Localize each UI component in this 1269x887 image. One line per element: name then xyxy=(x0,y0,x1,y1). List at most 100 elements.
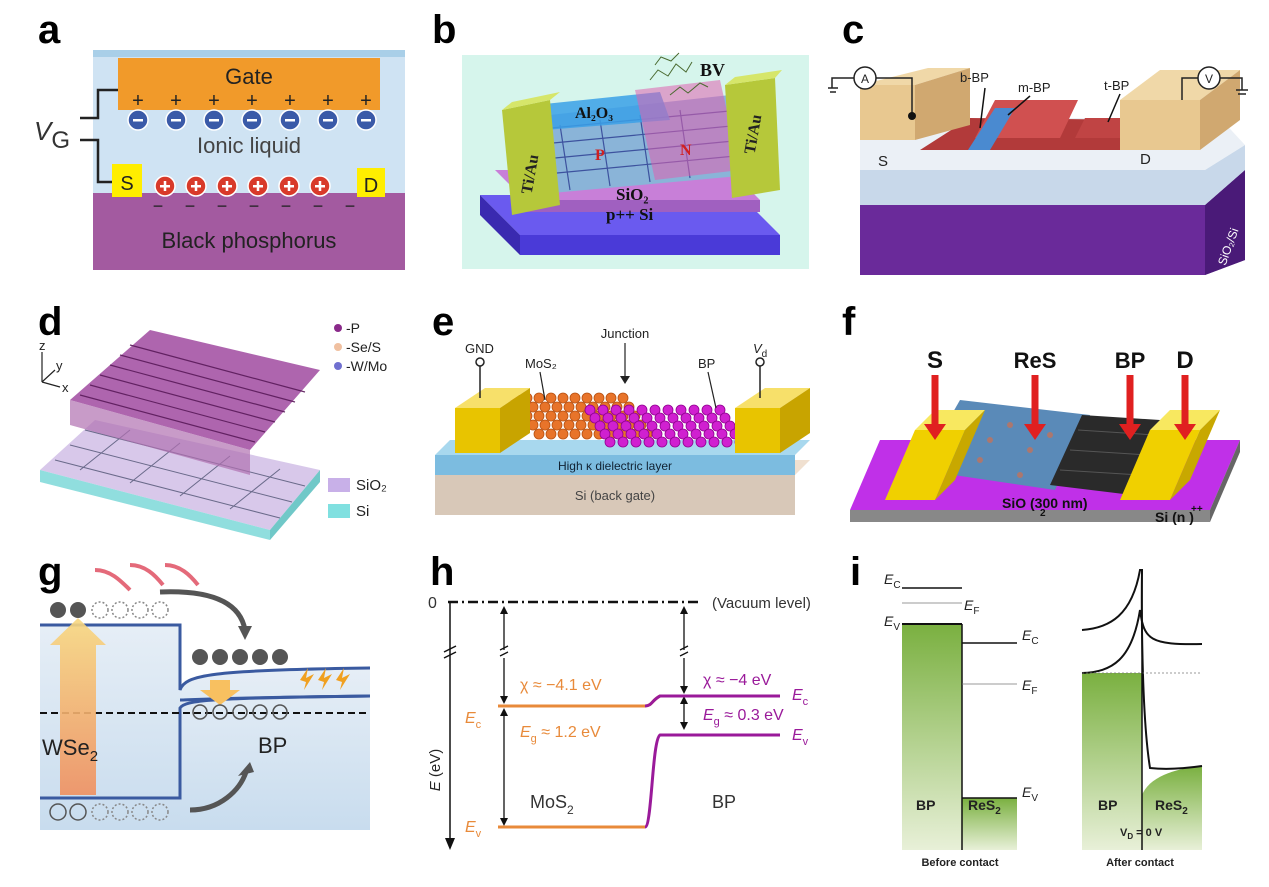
ionic-gating-schematic: Gate +++++++ Ionic liquid Black phosphor… xyxy=(34,50,405,270)
gate-electrode xyxy=(118,58,380,110)
minus-sign: − xyxy=(345,196,356,216)
bp-atom xyxy=(620,420,632,432)
tbp-label: t-BP xyxy=(1104,78,1129,93)
panel-a: a Gate +++++++ Ionic liquid Black phosph… xyxy=(0,0,420,290)
bp-atom xyxy=(654,412,666,424)
mos2-atom xyxy=(563,419,575,431)
bbp-label: b-BP xyxy=(960,70,989,85)
ti-au-right xyxy=(725,78,780,198)
bp-atom xyxy=(706,412,718,424)
bp-ec xyxy=(644,694,780,708)
panel-label-i: i xyxy=(850,550,862,594)
junction-label: Junction xyxy=(601,326,649,341)
bp-label: BP xyxy=(712,792,736,812)
mos2-atom xyxy=(557,392,569,404)
bp-atom xyxy=(667,412,679,424)
lightning-icons xyxy=(300,668,350,690)
res2-band-before xyxy=(962,798,1017,850)
mos2-atom xyxy=(575,401,587,413)
empty-state xyxy=(111,601,129,619)
bp-atom xyxy=(716,428,728,440)
si-label: p++ Si xyxy=(606,205,654,224)
bp-atom xyxy=(698,420,710,432)
conduction-band xyxy=(40,623,371,691)
panel-label-f: f xyxy=(842,300,856,344)
ti-au-left xyxy=(502,100,560,215)
mos2-atom xyxy=(575,419,587,431)
ec-label-bp: EC xyxy=(884,571,901,591)
mos2-atom xyxy=(545,410,557,422)
panel-label-g: g xyxy=(38,550,63,594)
before-contact-label: Before contact xyxy=(921,857,998,869)
channel-minus-signs: −−−−−−− xyxy=(153,196,356,216)
mos2-atom xyxy=(563,401,575,413)
sio2-label: SiO₂ xyxy=(616,185,649,204)
electron xyxy=(70,602,86,618)
res2-label-after: ReS2 xyxy=(1155,797,1188,817)
ev-label-bp: EV xyxy=(884,613,900,633)
bp-atom xyxy=(719,412,731,424)
bv-doped-region xyxy=(635,80,740,180)
bp-atom xyxy=(638,428,650,440)
sio2-layer xyxy=(860,145,1245,205)
voltmeter-icon xyxy=(1197,66,1221,90)
bp-atom xyxy=(669,436,681,448)
mos2-ev-label: Ev xyxy=(465,819,482,840)
legend-si: Si xyxy=(356,503,369,520)
tiau-left-label: Ti/Au xyxy=(519,153,543,195)
after-contact-label: After contact xyxy=(1106,857,1174,869)
voltmeter-wire xyxy=(1181,77,1243,100)
energy-axis-label: E (eV) xyxy=(427,749,444,792)
panel-h: h 0 (Vacuum level) E (eV) χ ≈ −4.1 eV Eg… xyxy=(420,540,850,882)
bp-label: Black phosphorus xyxy=(162,228,337,253)
left-contact xyxy=(455,408,500,453)
mos2-atom xyxy=(557,410,569,422)
gate-anions xyxy=(127,109,377,131)
plus-sign: + xyxy=(132,90,144,112)
gnd-label: GND xyxy=(465,341,494,356)
hole xyxy=(272,704,288,720)
panel-e: e Si (back gate) High κ dielectric layer… xyxy=(420,290,820,540)
mos2-atom xyxy=(551,401,563,413)
conduction-curve-after xyxy=(1081,609,1203,674)
minus-sign: − xyxy=(217,196,228,216)
red-arrows xyxy=(924,375,1196,440)
bp-atom xyxy=(651,428,663,440)
bp-atom xyxy=(584,404,596,416)
bp-atom xyxy=(656,436,668,448)
bp-atom xyxy=(659,420,671,432)
bp-label: BP xyxy=(1115,348,1146,373)
bp-atom xyxy=(623,404,635,416)
gate-plus-signs: +++++++ xyxy=(132,90,372,112)
panel-d: d -P -Se/S -W/Mo SiO₂ Si z y xyxy=(0,290,420,540)
ef-label-res2: EF xyxy=(1022,677,1037,697)
bp-atom xyxy=(597,404,609,416)
bp-atom xyxy=(708,436,720,448)
ef-label-bp: EF xyxy=(964,597,979,617)
bp-chi-label: χ ≈ −4 eV xyxy=(703,672,772,689)
empty-state xyxy=(151,803,169,821)
drain-label: D xyxy=(364,175,378,197)
empty-state xyxy=(151,601,169,619)
bp-atom xyxy=(662,404,674,416)
mos2-atom xyxy=(539,419,551,431)
bp-atom xyxy=(617,436,629,448)
mos2-atom xyxy=(605,392,617,404)
bp-atom xyxy=(615,412,627,424)
mos2-atom xyxy=(581,428,593,440)
source-label: S xyxy=(120,173,133,195)
cations xyxy=(154,175,331,197)
p-region-label: P xyxy=(595,147,605,164)
res2-label-before: ReS2 xyxy=(968,797,1001,817)
bp-atom xyxy=(677,428,689,440)
electron xyxy=(252,649,268,665)
s-label: S xyxy=(927,347,943,374)
res2-bp-device: S ReS BP D SiO (300 nm) 2 Si (n ) ++ xyxy=(850,347,1240,525)
bp-atom xyxy=(589,412,601,424)
bp-label-after: BP xyxy=(1098,797,1117,813)
mos2-ec-label: Ec xyxy=(465,710,482,731)
source-contact xyxy=(112,164,142,197)
bp-atom xyxy=(680,412,692,424)
bp-atom xyxy=(649,404,661,416)
transfer-arrow xyxy=(200,680,240,705)
